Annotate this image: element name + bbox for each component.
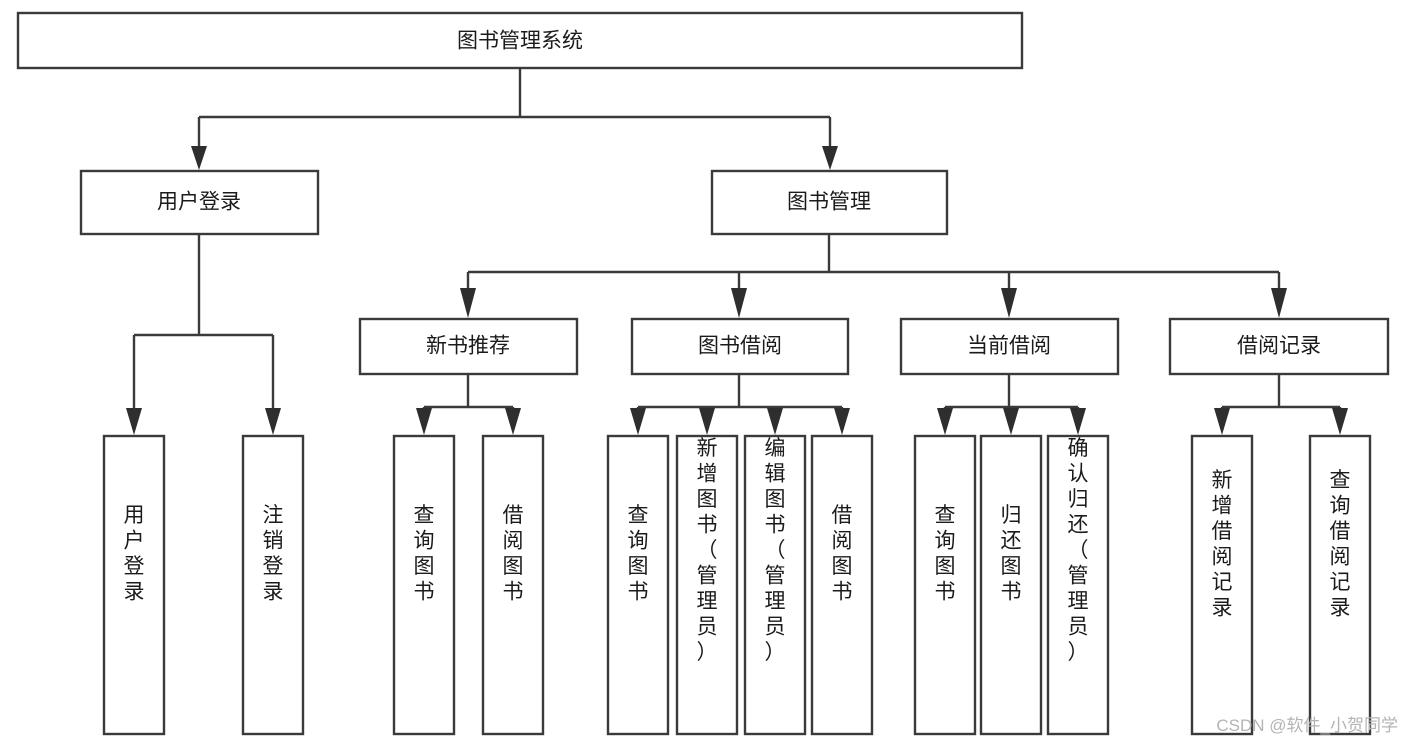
arrow-to-leaf-add-book	[699, 408, 715, 435]
node-book-management-label: 图书管理	[787, 191, 871, 214]
connector-borrowrecord-to-leaves	[1220, 374, 1342, 420]
node-leaf-logout-login[interactable]: 注销登录	[241, 434, 305, 736]
node-leaf-borrow-book-2[interactable]: 借阅图书	[810, 434, 874, 736]
node-leaf-confirm-return-label: 确认归还（管理员）	[1068, 437, 1089, 664]
node-leaf-add-book[interactable]: 新增图书（管理员）	[675, 434, 739, 736]
node-leaf-logout-login-label: 注销登录	[263, 504, 284, 604]
node-root[interactable]: 图书管理系统	[16, 11, 1024, 70]
arrow-to-leaf-return-book	[1003, 408, 1019, 435]
csdn-watermark: CSDN @软件_小贺同学	[1216, 716, 1398, 735]
connector-root-to-level2	[197, 68, 832, 150]
node-leaf-query-book-2-label: 查询图书	[628, 504, 649, 604]
arrow-to-leaf-borrow-book-2	[834, 408, 850, 435]
arrow-to-book-management	[822, 146, 838, 170]
arrow-to-leaf-add-borrow-record	[1214, 408, 1230, 435]
node-leaf-edit-book-label: 编辑图书（管理员）	[765, 437, 786, 664]
arrowhead-layer	[126, 146, 1348, 435]
node-borrow-record[interactable]: 借阅记录	[1168, 317, 1390, 376]
arrow-to-leaf-confirm-return	[1070, 408, 1086, 435]
node-current-borrow-label: 当前借阅	[967, 335, 1051, 358]
node-leaf-query-borrow-record-label: 查询借阅记录	[1330, 469, 1351, 620]
arrow-to-book-borrow	[731, 288, 747, 318]
arrow-to-leaf-query-book-1	[416, 408, 432, 435]
node-leaf-query-book-1[interactable]: 查询图书	[392, 434, 456, 736]
node-leaf-add-borrow-record-label: 新增借阅记录	[1212, 469, 1233, 620]
node-root-label: 图书管理系统	[457, 30, 583, 53]
arrow-to-user-login	[191, 146, 207, 170]
arrow-to-leaf-edit-book	[767, 408, 783, 435]
node-new-book-recommend-label: 新书推荐	[426, 335, 510, 358]
connector-newbook-to-leaves	[422, 374, 515, 420]
node-leaf-user-login[interactable]: 用户登录	[102, 434, 166, 736]
node-leaf-add-borrow-record[interactable]: 新增借阅记录	[1190, 434, 1254, 736]
node-leaf-query-book-2[interactable]: 查询图书	[606, 434, 670, 736]
node-book-borrow-label: 图书借阅	[698, 335, 782, 358]
arrow-to-leaf-query-book-2	[630, 408, 646, 435]
node-leaf-return-book-label: 归还图书	[1001, 504, 1022, 604]
arrow-to-leaf-borrow-book-1	[505, 408, 521, 435]
node-leaf-query-book-1-label: 查询图书	[414, 504, 435, 604]
node-leaf-borrow-book-2-label: 借阅图书	[832, 504, 853, 604]
node-leaf-user-login-label: 用户登录	[124, 504, 145, 604]
arrow-to-leaf-user-login	[126, 408, 142, 435]
arrow-to-leaf-query-borrow-record	[1332, 408, 1348, 435]
node-leaf-query-book-3-label: 查询图书	[935, 504, 956, 604]
node-user-login[interactable]: 用户登录	[79, 169, 320, 236]
arrow-to-leaf-query-book-3	[937, 408, 953, 435]
node-leaf-query-borrow-record[interactable]: 查询借阅记录	[1308, 434, 1372, 736]
node-current-borrow[interactable]: 当前借阅	[899, 317, 1120, 376]
node-leaf-return-book[interactable]: 归还图书	[979, 434, 1043, 736]
connector-bookmgmt-to-level3	[466, 234, 1281, 288]
node-book-borrow[interactable]: 图书借阅	[630, 317, 850, 376]
node-leaf-confirm-return[interactable]: 确认归还（管理员）	[1046, 434, 1110, 736]
node-leaf-borrow-book-1[interactable]: 借阅图书	[481, 434, 545, 736]
arrow-to-borrow-record	[1271, 288, 1287, 318]
node-leaf-add-book-label: 新增图书（管理员）	[697, 437, 718, 664]
node-leaf-borrow-book-1-label: 借阅图书	[503, 504, 524, 604]
arrow-to-current-borrow	[1001, 288, 1017, 318]
arrow-to-new-book-recommend	[460, 288, 476, 318]
node-new-book-recommend[interactable]: 新书推荐	[358, 317, 579, 376]
node-book-management[interactable]: 图书管理	[710, 169, 949, 236]
node-leaf-edit-book[interactable]: 编辑图书（管理员）	[743, 434, 807, 736]
connector-bookborrow-to-leaves	[636, 374, 844, 420]
connector-userlogin-to-leaves	[132, 234, 275, 420]
arrow-to-leaf-logout-login	[265, 408, 281, 435]
node-borrow-record-label: 借阅记录	[1237, 335, 1321, 358]
node-leaf-query-book-3[interactable]: 查询图书	[913, 434, 977, 736]
node-user-login-label: 用户登录	[157, 191, 241, 214]
connector-layer	[132, 68, 1342, 420]
